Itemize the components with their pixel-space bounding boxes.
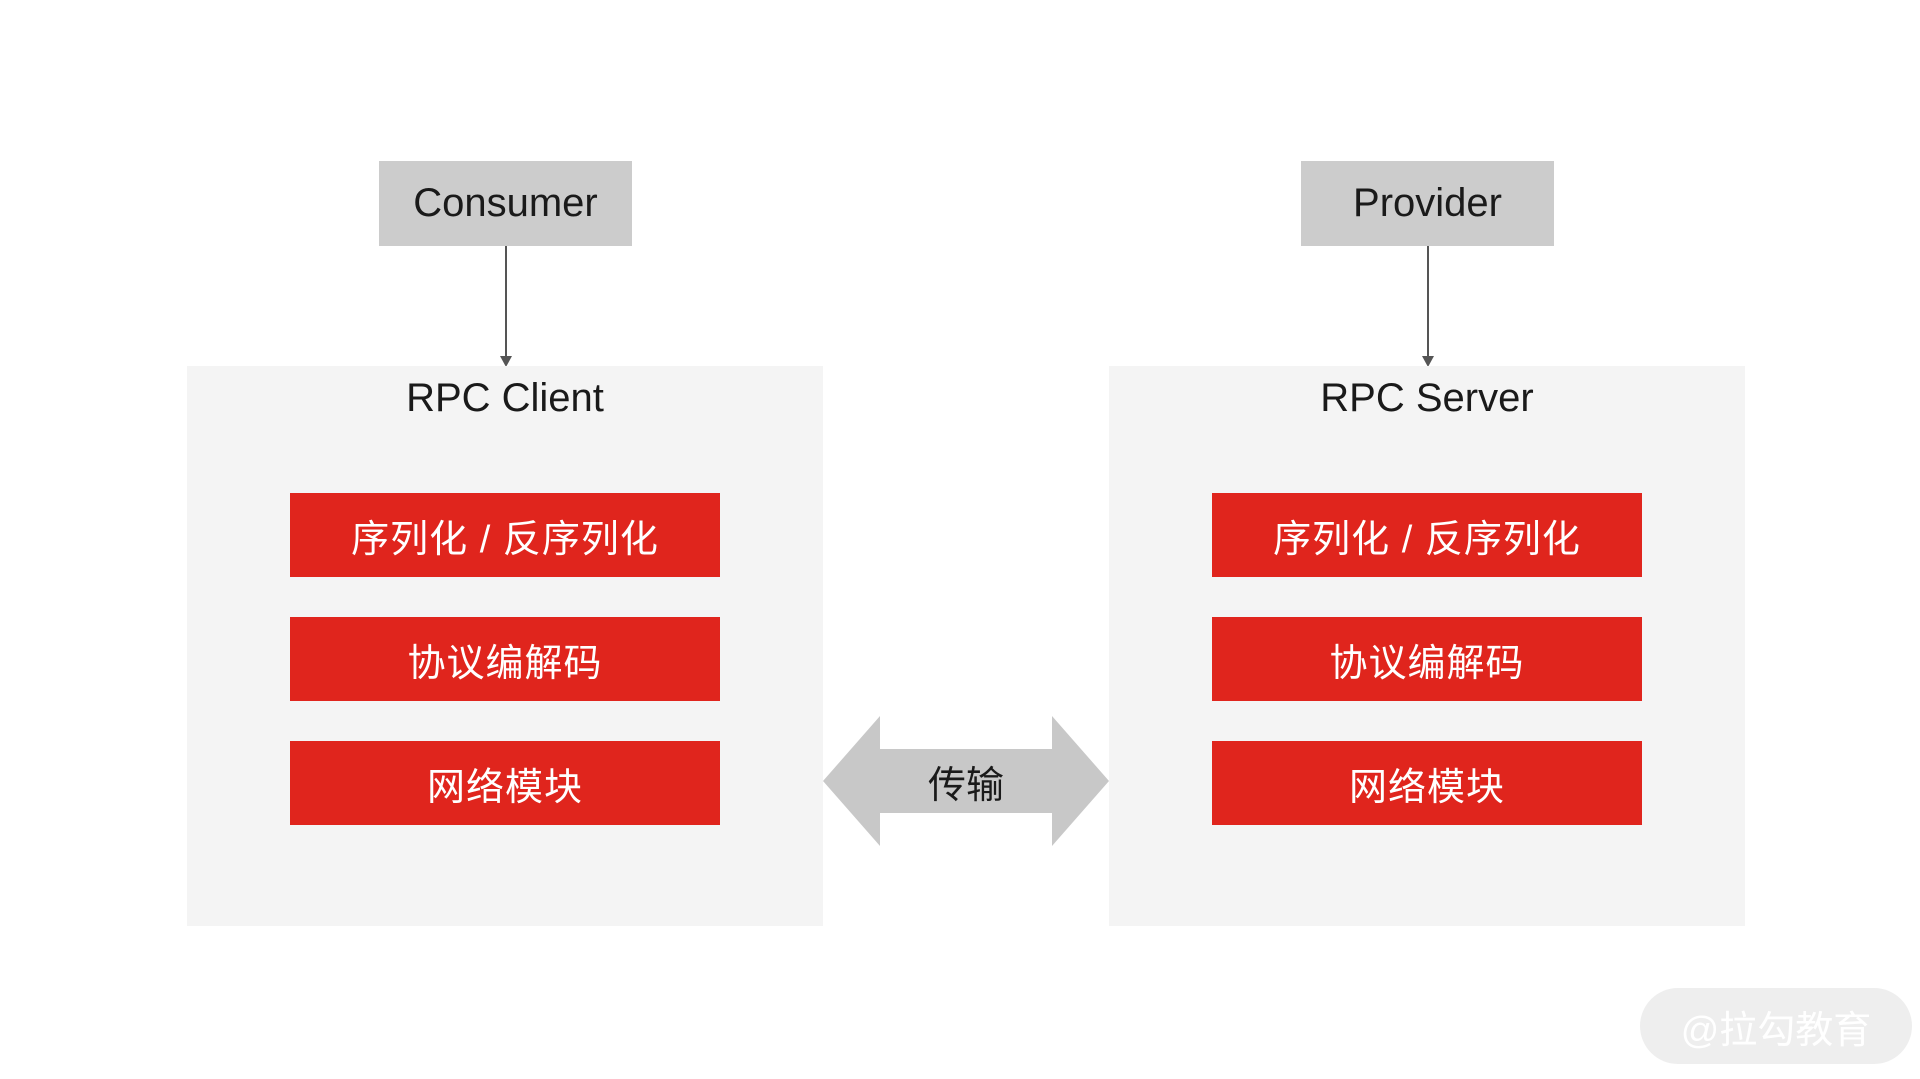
rpc-server-title: RPC Server (1320, 375, 1534, 420)
server-network-module: 网络模块 (1212, 741, 1642, 825)
rpc-client-title: RPC Client (406, 375, 604, 420)
transport-label: 传输 (927, 764, 1004, 807)
consumer-box: Consumer (379, 161, 632, 246)
client-protocol-codec-module: 协议编解码 (290, 617, 720, 701)
consumer-to-client-arrow (500, 246, 512, 367)
rpc-client-panel: RPC Client 序列化 / 反序列化 协议编解码 网络模块 (187, 366, 823, 926)
provider-to-server-arrow (1422, 246, 1434, 367)
consumer-label: Consumer (413, 181, 598, 225)
watermark-text: @拉勾教育 (1680, 1009, 1872, 1052)
server-serialization-module: 序列化 / 反序列化 (1212, 493, 1642, 577)
rpc-server-panel: RPC Server 序列化 / 反序列化 协议编解码 网络模块 (1109, 366, 1745, 926)
double-arrow-icon (823, 716, 1109, 846)
provider-box: Provider (1301, 161, 1554, 246)
transport-arrow: 传输 (823, 716, 1109, 846)
watermark-logo: @拉勾教育 (1640, 988, 1912, 1064)
server-protocol-codec-module: 协议编解码 (1212, 617, 1642, 701)
client-serialization-module: 序列化 / 反序列化 (290, 493, 720, 577)
provider-label: Provider (1353, 181, 1502, 225)
client-network-module: 网络模块 (290, 741, 720, 825)
